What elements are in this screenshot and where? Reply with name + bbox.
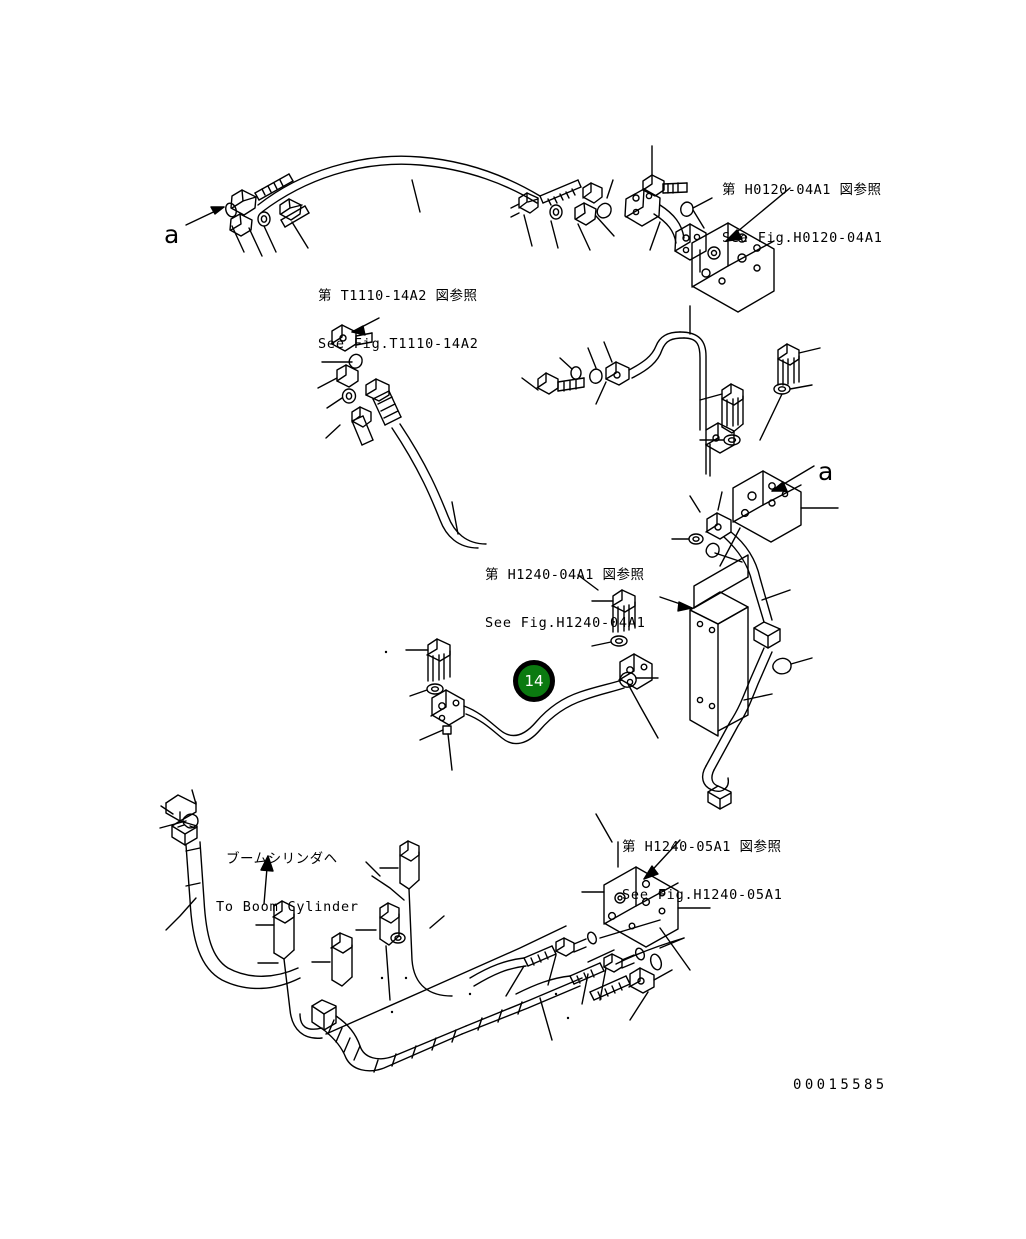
valve-block-mid-fasteners [699, 343, 821, 446]
valve-block-middle-left-fittings [671, 491, 743, 563]
reference-label-t1110-14a2: 第 T1110-14A2 図参照 See Fig.T1110-14A2 [318, 256, 479, 384]
reference-label-t1110-14a2-en: See Fig.T1110-14A2 [318, 336, 479, 352]
upper-hose-assembly [257, 155, 541, 213]
reference-label-to-boom-cylinder: ブームシリンダヘ To Boom Cylinder [216, 819, 359, 947]
pipe-from-middle-valve-down [723, 531, 791, 649]
valve-block-bottom [581, 839, 711, 971]
misc-detail-marks [380, 650, 570, 1020]
reference-label-h0120-04a1-en: See Fig.H0120-04A1 [722, 230, 883, 246]
zone-letter-a-left: a [164, 220, 180, 249]
reference-label-to-boom-cylinder-jp: ブームシリンダヘ [226, 851, 338, 867]
upper-middle-fitting-cluster [510, 179, 615, 251]
drawing-number: 00015585 [793, 1077, 888, 1093]
center-fitting-cluster [521, 341, 630, 405]
t1110-fitting-cluster [317, 317, 402, 446]
center-pipe-to-valve [628, 305, 735, 477]
reference-label-h0120-04a1-jp: 第 H0120-04A1 図参照 [722, 182, 882, 198]
valve-block-middle [719, 465, 839, 567]
reference-label-h1240-04a1-en: See Fig.H1240-04A1 [485, 615, 646, 631]
reference-label-t1110-14a2-jp: 第 T1110-14A2 図参照 [318, 288, 478, 304]
reference-label-h1240-05a1-en: See Fig.H1240-05A1 [622, 887, 783, 903]
t1110-long-hose [391, 423, 487, 549]
zone-letter-a-right: a [818, 457, 834, 486]
reference-label-to-boom-cylinder-en: To Boom Cylinder [216, 899, 359, 915]
callout-marker-14[interactable]: 14 [513, 660, 555, 702]
bottom-left-long-bolt [255, 900, 323, 1039]
upper-right-bolt-group [642, 145, 713, 229]
bottom-hose-loop [299, 925, 583, 1073]
bottom-leaders [311, 840, 453, 1001]
lower-right-pipe [701, 647, 773, 810]
upper-right-connector-tube [624, 188, 707, 261]
reference-label-h1240-05a1: 第 H1240-05A1 図参照 See Fig.H1240-05A1 [622, 807, 783, 935]
h1240-05a1-leaders [595, 813, 613, 843]
upper-left-fitting-cluster [185, 173, 310, 257]
valve-block-upper-right [691, 187, 791, 313]
reference-label-h0120-04a1: 第 H0120-04A1 図参照 See Fig.H0120-04A1 [722, 150, 883, 278]
bottom-hose-with-fittings [469, 931, 646, 1005]
plug-oval-center-right [772, 657, 813, 675]
bottom-right-bolt [587, 919, 685, 1021]
mounting-bracket-plate [659, 554, 749, 737]
reference-label-h1240-05a1-jp: 第 H1240-05A1 図参照 [622, 839, 782, 855]
boom-cylinder-hose [159, 789, 301, 990]
tube-14-fasteners [405, 574, 659, 771]
boom-cylinder-arrow [260, 855, 274, 905]
reference-label-h1240-04a1-jp: 第 H1240-04A1 図参照 [485, 567, 645, 583]
reference-label-h1240-04a1: 第 H1240-04A1 図参照 See Fig.H1240-04A1 [485, 535, 646, 663]
